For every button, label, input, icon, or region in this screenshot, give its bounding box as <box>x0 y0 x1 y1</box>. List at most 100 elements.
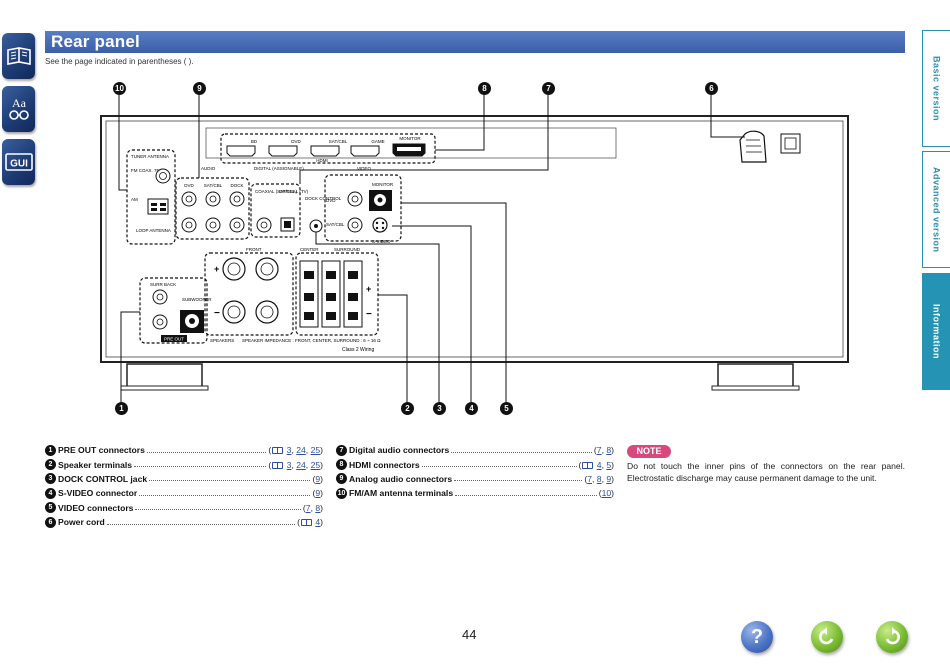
question-icon: ? <box>750 625 764 648</box>
note-badge: NOTE <box>627 445 671 458</box>
page-link[interactable]: 7 <box>587 473 592 484</box>
hdmi-monitor-label: MONITOR <box>399 136 421 141</box>
tab-information[interactable]: Information <box>922 273 950 390</box>
aa-label: Aa <box>12 96 27 110</box>
forward-arrow-icon <box>885 627 900 645</box>
page-subtitle: See the page indicated in parentheses ( … <box>45 57 194 66</box>
page-link[interactable]: 5 <box>606 459 612 470</box>
page-link[interactable]: 10 <box>601 488 612 499</box>
legend-label: PRE OUT connectors <box>58 445 145 456</box>
surr-back-label: SURR BACK <box>150 282 176 287</box>
video-sat-label: SAT/CBL <box>326 222 345 227</box>
legend-number: 2 <box>45 459 56 471</box>
legend-number: 10 <box>336 487 347 499</box>
page-link[interactable]: 24 <box>296 459 306 470</box>
tuner-antenna-label: TUNER ANTENNA <box>131 154 169 159</box>
ref-open-paren: ( <box>297 517 300 528</box>
page-link[interactable]: 4 <box>315 517 321 528</box>
page-link[interactable]: 9 <box>315 488 321 499</box>
ref-close-paren: ) <box>611 473 614 484</box>
page-link[interactable]: 3 <box>286 459 292 470</box>
legend-number: 9 <box>336 473 347 485</box>
page-refs: ( 3, 24, 25) <box>268 445 323 456</box>
svg-text:+: + <box>214 264 219 274</box>
tab-basic-version[interactable]: Basic version <box>922 30 950 147</box>
page-link[interactable]: 4 <box>596 459 602 470</box>
ref-open-paren: ( <box>268 459 272 470</box>
impedance-label: SPEAKER IMPEDANCE : FRONT, CENTER, SURRO… <box>242 338 381 343</box>
page-link[interactable]: 8 <box>606 445 612 456</box>
ref-open-paren: ( <box>312 488 316 499</box>
forward-button[interactable] <box>876 621 908 653</box>
class2-label: Class 2 Wiring <box>342 347 374 353</box>
leader-dots <box>454 480 583 482</box>
loop-antenna-label: LOOP ANTENNA <box>136 228 171 233</box>
back-arrow-icon <box>819 627 834 645</box>
legend-label: Analog audio connectors <box>349 473 453 484</box>
legend-number: 3 <box>45 473 56 485</box>
aa-icon: Aa <box>8 96 29 120</box>
digital-label: DIGITAL (ASSIGNABLE) <box>254 166 304 171</box>
legend-number: 4 <box>45 487 56 499</box>
svg-text:−: − <box>366 309 372 320</box>
book-icon <box>272 447 284 455</box>
leader-dots <box>139 494 311 496</box>
svg-text:−: − <box>214 308 220 319</box>
legend-label: VIDEO connectors <box>58 502 134 513</box>
back-button[interactable] <box>811 621 843 653</box>
page-link[interactable]: 25 <box>310 445 321 456</box>
legend-number: 1 <box>45 444 56 456</box>
help-button[interactable]: ? <box>741 621 773 653</box>
page-refs: ( 4, 5) <box>578 459 614 470</box>
page-link[interactable]: 8 <box>315 502 321 513</box>
surround-label: SURROUND <box>334 247 361 252</box>
page-refs: ( 4) <box>297 517 323 527</box>
hdmi-bd-label: BD <box>251 139 258 144</box>
page-header: Rear panel <box>45 31 905 53</box>
index-aa-icon[interactable]: Aa <box>2 86 35 132</box>
page-link[interactable]: 8 <box>596 473 602 484</box>
ref-open-paren: ( <box>268 445 272 456</box>
hdmi-sat-label: SAT/CBL <box>329 139 348 144</box>
legend-label: Power cord <box>58 517 105 528</box>
page-link[interactable]: 7 <box>596 445 602 456</box>
gui-icon[interactable]: GUI <box>2 139 35 185</box>
svg-text:+: + <box>366 284 371 294</box>
ref-close-paren: ) <box>611 488 614 499</box>
page-link[interactable]: 7 <box>305 502 311 513</box>
contents-book-icon[interactable] <box>2 33 35 79</box>
page-link[interactable]: 3 <box>286 445 292 456</box>
callout-4: 4 <box>465 402 478 415</box>
ref-close-paren: ) <box>320 445 323 456</box>
page-refs: (9) <box>312 488 323 498</box>
svideo-label: S-VIDEO <box>372 239 391 244</box>
ref-close-paren: ) <box>320 473 323 484</box>
page-link[interactable]: 9 <box>315 473 321 484</box>
page-link[interactable]: 24 <box>296 445 306 456</box>
callout-2: 2 <box>401 402 414 415</box>
leader-dots <box>134 466 267 468</box>
callout-9: 9 <box>193 82 206 95</box>
tab-advanced-version[interactable]: Advanced version <box>922 151 950 268</box>
callout-1: 1 <box>115 402 128 415</box>
leader-dots <box>135 509 301 511</box>
front-label: FRONT <box>246 247 262 252</box>
hdmi-dvd-label: DVD <box>291 139 301 144</box>
page-number: 44 <box>462 627 477 642</box>
ref-open-paren: ( <box>302 502 306 513</box>
leader-dots <box>146 451 267 453</box>
leader-dots <box>451 451 592 453</box>
ref-close-paren: ) <box>611 445 614 456</box>
speakers-label: SPEAKERS <box>210 338 234 343</box>
page-link[interactable]: 9 <box>606 473 612 484</box>
video-dvd-label: DVD <box>326 198 336 203</box>
page-link[interactable]: 25 <box>310 459 321 470</box>
legend-label: S-VIDEO connector <box>58 488 138 499</box>
page-refs: (7, 8, 9) <box>584 473 614 484</box>
legend-number: 7 <box>336 444 347 456</box>
ref-open-paren: ( <box>312 473 316 484</box>
page-refs: ( 3, 24, 25) <box>268 459 323 470</box>
